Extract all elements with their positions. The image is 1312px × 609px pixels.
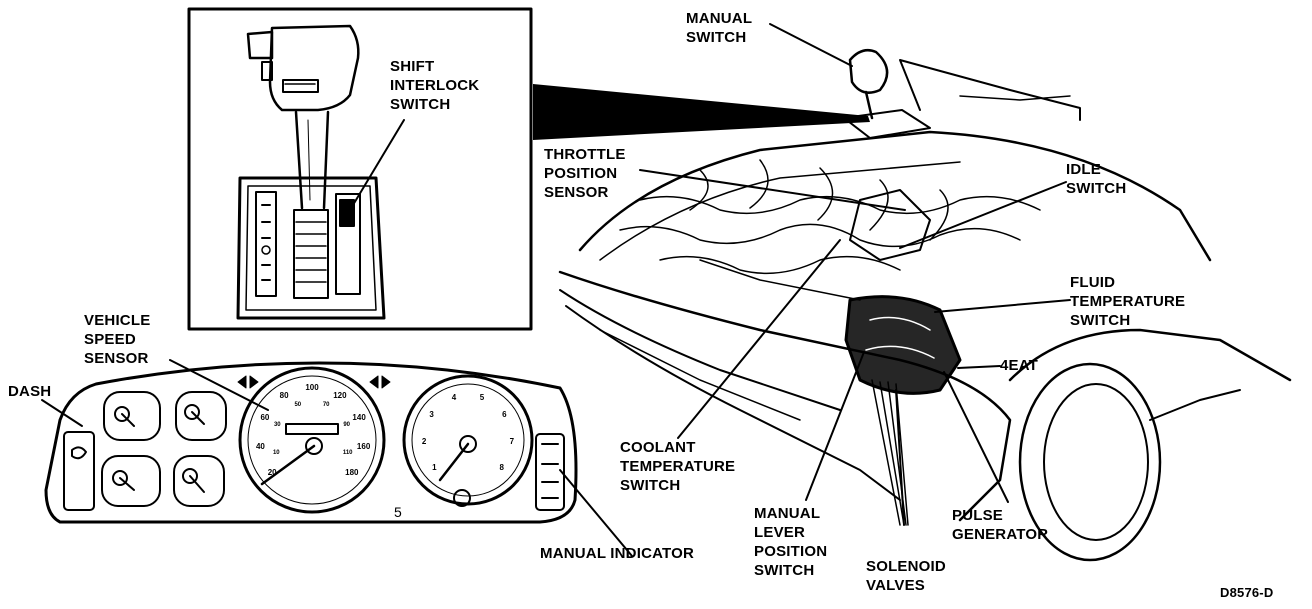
speedo-tick-label: 180 — [345, 468, 359, 478]
label-solenoid-valves: SOLENOID VALVES — [866, 557, 946, 595]
label-mlps-line3: POSITION — [754, 543, 828, 560]
label-throttle-position-sensor: THROTTLE POSITION SENSOR — [544, 145, 626, 202]
speedo-small-tick-label: 30 — [273, 421, 281, 428]
tach-tick-label: 4 — [451, 393, 457, 403]
label-vehicle-speed-sensor: VEHICLE SPEED SENSOR — [84, 311, 150, 368]
label-dash: DASH — [8, 383, 52, 400]
label-shift-line1: SHIFT — [390, 58, 435, 75]
label-coolant-line3: SWITCH — [620, 477, 681, 494]
speedo-tick-label: 60 — [260, 413, 270, 422]
speedo-tick-label: 80 — [279, 391, 289, 401]
tach-tick-label: 3 — [429, 410, 434, 420]
label-vss-line3: SENSOR — [84, 350, 149, 367]
label-manual-indicator: MANUAL INDICATOR — [540, 545, 695, 562]
label-throttle-line3: SENSOR — [544, 184, 609, 201]
label-coolant-line2: TEMPERATURE — [620, 458, 736, 475]
instrument-cluster — [41, 359, 633, 557]
label-manual-switch-line2: SWITCH — [686, 29, 747, 46]
speedo-small-tick-label: 10 — [272, 450, 280, 456]
tach-tick-label: 1 — [432, 463, 437, 473]
speedo-small-tick-label: 70 — [322, 401, 330, 408]
speedo-small-tick-label: 50 — [294, 401, 302, 408]
label-manual-switch-line1: MANUAL — [686, 10, 753, 27]
label-idle-line2: SWITCH — [1066, 180, 1127, 197]
label-solenoid-line2: VALVES — [866, 577, 925, 594]
label-manual-lever-position-switch: MANUAL LEVER POSITION SWITCH — [754, 504, 827, 580]
label-shift-interlock-switch: SHIFT INTERLOCK SWITCH — [390, 57, 479, 114]
label-vss-line1: VEHICLE — [84, 312, 151, 329]
label-mlps-line1: MANUAL — [754, 505, 821, 522]
label-shift-line2: INTERLOCK — [390, 77, 480, 94]
speedo-tick-label: 120 — [333, 391, 347, 401]
speedo-tick-label: 40 — [255, 441, 265, 451]
tach-tick-label: 2 — [421, 437, 427, 447]
label-solenoid-line1: SOLENOID — [866, 558, 946, 575]
label-coolant-line1: COOLANT — [620, 439, 696, 456]
label-vss-line2: SPEED — [84, 331, 136, 348]
vehicle-illustration — [558, 23, 1292, 562]
label-mlps-line2: LEVER — [754, 524, 806, 541]
speedo-small-tick-label: 90 — [343, 421, 351, 428]
speedo-small-tick-label: 110 — [342, 450, 353, 456]
label-shift-line3: SWITCH — [390, 96, 451, 113]
speedo-tick-label: 100 — [305, 383, 319, 392]
label-throttle-line1: THROTTLE — [544, 146, 626, 163]
label-fluid-temperature-switch: FLUID TEMPERATURE SWITCH — [1070, 273, 1185, 330]
speedo-tick-label: 20 — [267, 468, 277, 478]
tach-tick-label: 8 — [499, 463, 504, 473]
label-idle-line1: IDLE — [1066, 161, 1101, 178]
label-pulse-generator: PULSE GENERATOR — [952, 506, 1048, 544]
label-coolant-temperature-switch: COOLANT TEMPERATURE SWITCH — [620, 438, 735, 495]
tach-tick-label: 7 — [509, 437, 515, 447]
shifter-inset — [187, 7, 870, 331]
label-4eat: 4EAT — [1000, 357, 1039, 374]
trip-digit: 5 — [394, 504, 402, 520]
tach-tick-label: 5 — [479, 393, 485, 403]
label-fluid-line2: TEMPERATURE — [1070, 293, 1186, 310]
figure-code: D8576-D — [1220, 585, 1274, 600]
label-mlps-line4: SWITCH — [754, 562, 815, 579]
tach-tick-label: 6 — [502, 410, 507, 420]
label-fluid-line3: SWITCH — [1070, 312, 1131, 329]
label-fluid-line1: FLUID — [1070, 274, 1116, 291]
label-pulse-line2: GENERATOR — [952, 526, 1049, 543]
label-throttle-line2: POSITION — [544, 165, 618, 182]
speedo-tick-label: 160 — [356, 441, 371, 451]
label-idle-switch: IDLE SWITCH — [1066, 160, 1126, 198]
speedo-tick-label: 140 — [352, 413, 366, 422]
label-pulse-line1: PULSE — [952, 507, 1004, 524]
label-manual-switch: MANUAL SWITCH — [686, 9, 752, 47]
